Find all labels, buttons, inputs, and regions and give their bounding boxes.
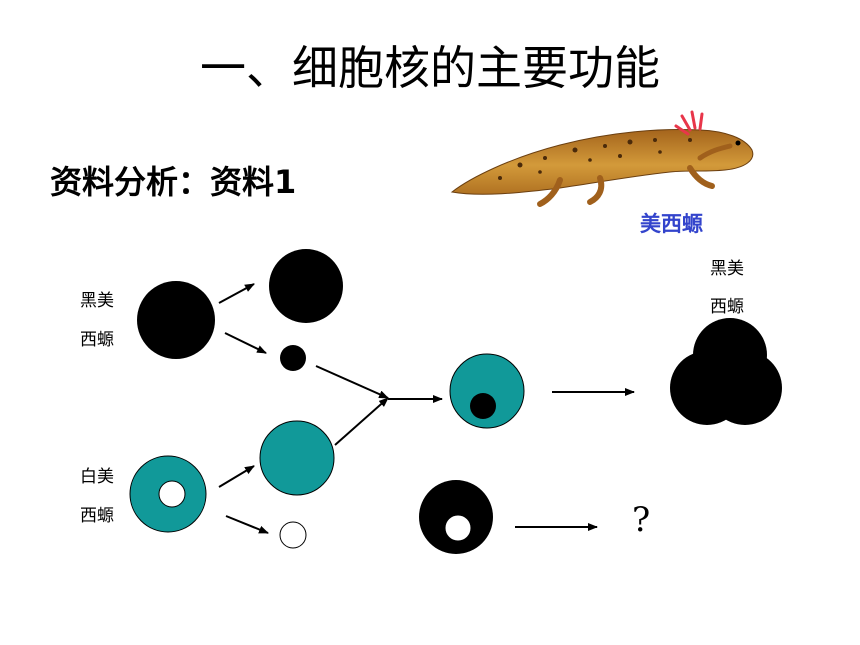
black-nucleus	[280, 345, 306, 371]
arrow-icon	[218, 465, 255, 488]
recombined-cell	[449, 353, 525, 429]
subtitle: 资料分析：资料1	[50, 163, 297, 201]
white-nucleus	[279, 521, 307, 549]
label-result-1: 黑美	[710, 259, 744, 279]
black-enucleated-cell	[269, 249, 343, 323]
salamander-illustration	[450, 110, 754, 207]
label-black-axolotl-1: 黑美	[80, 291, 114, 311]
page-title: 一、细胞核的主要功能	[200, 41, 660, 95]
black-axolotl-cell	[137, 281, 215, 359]
white-nucleus-inserted	[444, 514, 472, 542]
arrow-icon	[334, 397, 389, 446]
label-result-2: 西螈	[710, 297, 744, 317]
label-black-axolotl-2: 西螈	[80, 330, 114, 350]
unknown-result: ?	[632, 500, 651, 540]
arrow-icon	[224, 332, 267, 354]
salamander-caption: 美西螈	[640, 211, 703, 236]
recombined-nucleus	[470, 393, 496, 419]
arrows	[218, 283, 635, 534]
label-white-axolotl-2: 西螈	[80, 506, 114, 526]
white-axolotl-nucleus	[158, 480, 186, 508]
arrow-icon	[218, 283, 255, 304]
white-enucleated-cell	[259, 420, 335, 496]
arrow-icon	[225, 515, 269, 534]
label-white-axolotl-1: 白美	[80, 467, 114, 487]
arrow-icon	[315, 365, 389, 399]
result-black-cluster	[670, 318, 782, 425]
